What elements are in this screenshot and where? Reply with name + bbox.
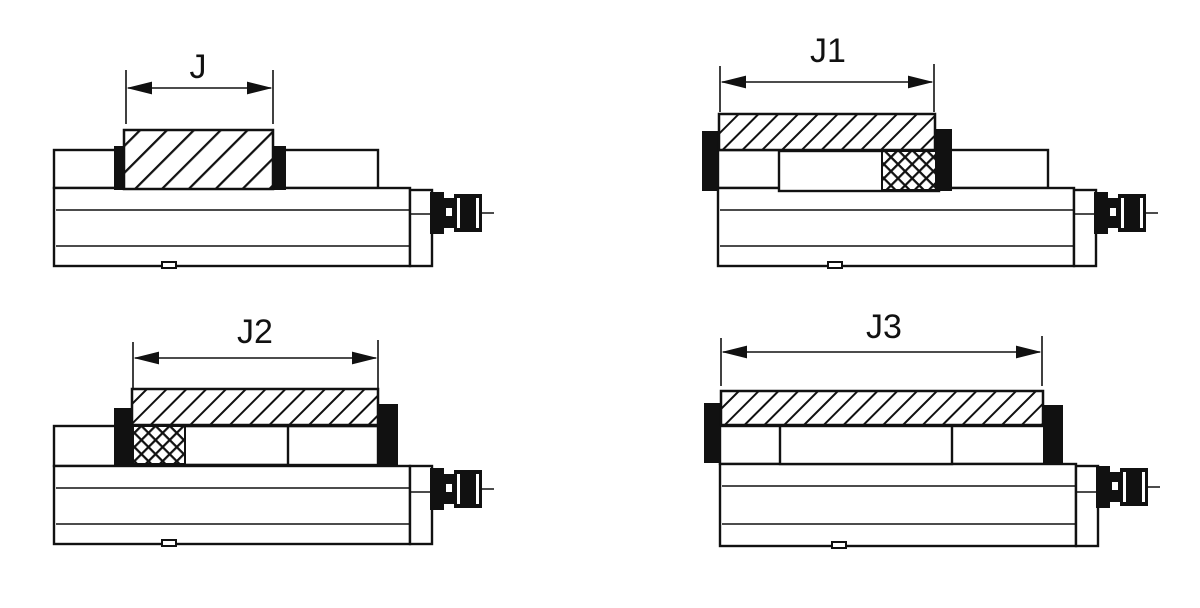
panel-j3: J3 — [704, 308, 1161, 549]
dimension-label-j1: J1 — [810, 32, 846, 70]
dimension-label-j3: J3 — [866, 308, 902, 346]
dimension-label-j2: J2 — [237, 313, 273, 351]
panel-j: J — [52, 48, 495, 269]
panel-j1: J1 — [702, 32, 1159, 269]
dimension-label-j: J — [190, 48, 207, 86]
panel-j2: J2 — [52, 313, 495, 547]
